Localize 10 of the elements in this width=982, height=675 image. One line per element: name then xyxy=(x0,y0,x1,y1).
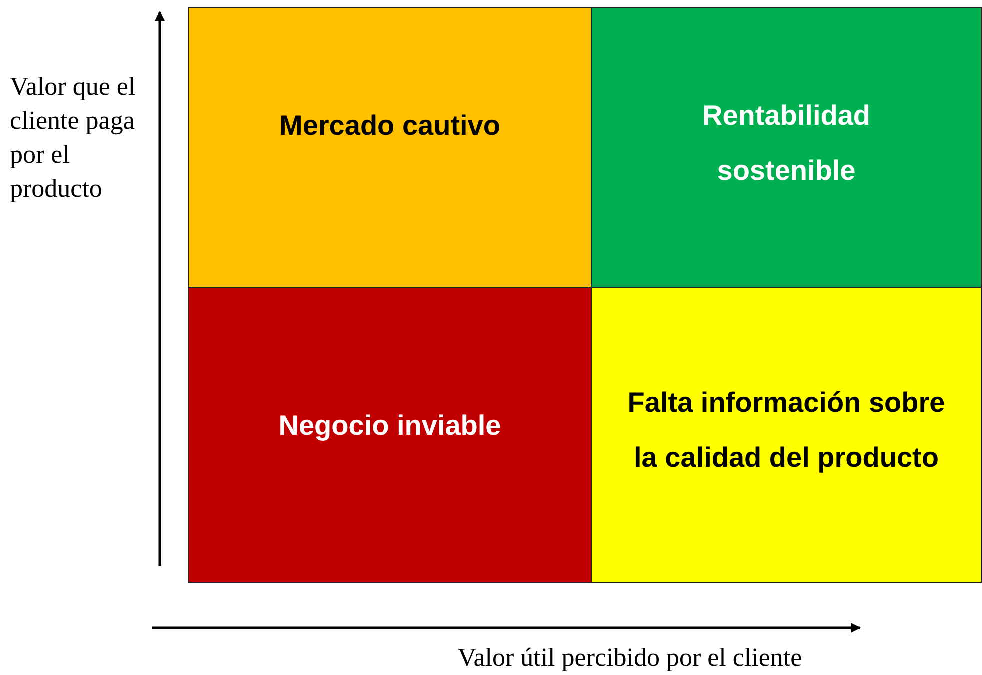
axis-label: Valor útil percibido por el cliente xyxy=(456,642,804,674)
quadrant-label: Falta información sobre la calidad del producto xyxy=(626,386,946,475)
quadrant-box xyxy=(188,7,592,288)
quadrant-box xyxy=(591,287,982,583)
axis-label: Valor que el cliente paga por el producto xyxy=(10,71,137,205)
quadrant-label: Mercado cautivo xyxy=(280,109,500,143)
quadrant-label: Negocio inviable xyxy=(278,408,502,443)
quadrant-label: Rentabilidad sostenible xyxy=(701,98,872,188)
quadrant-box xyxy=(188,287,592,583)
quadrant-box xyxy=(591,7,982,288)
